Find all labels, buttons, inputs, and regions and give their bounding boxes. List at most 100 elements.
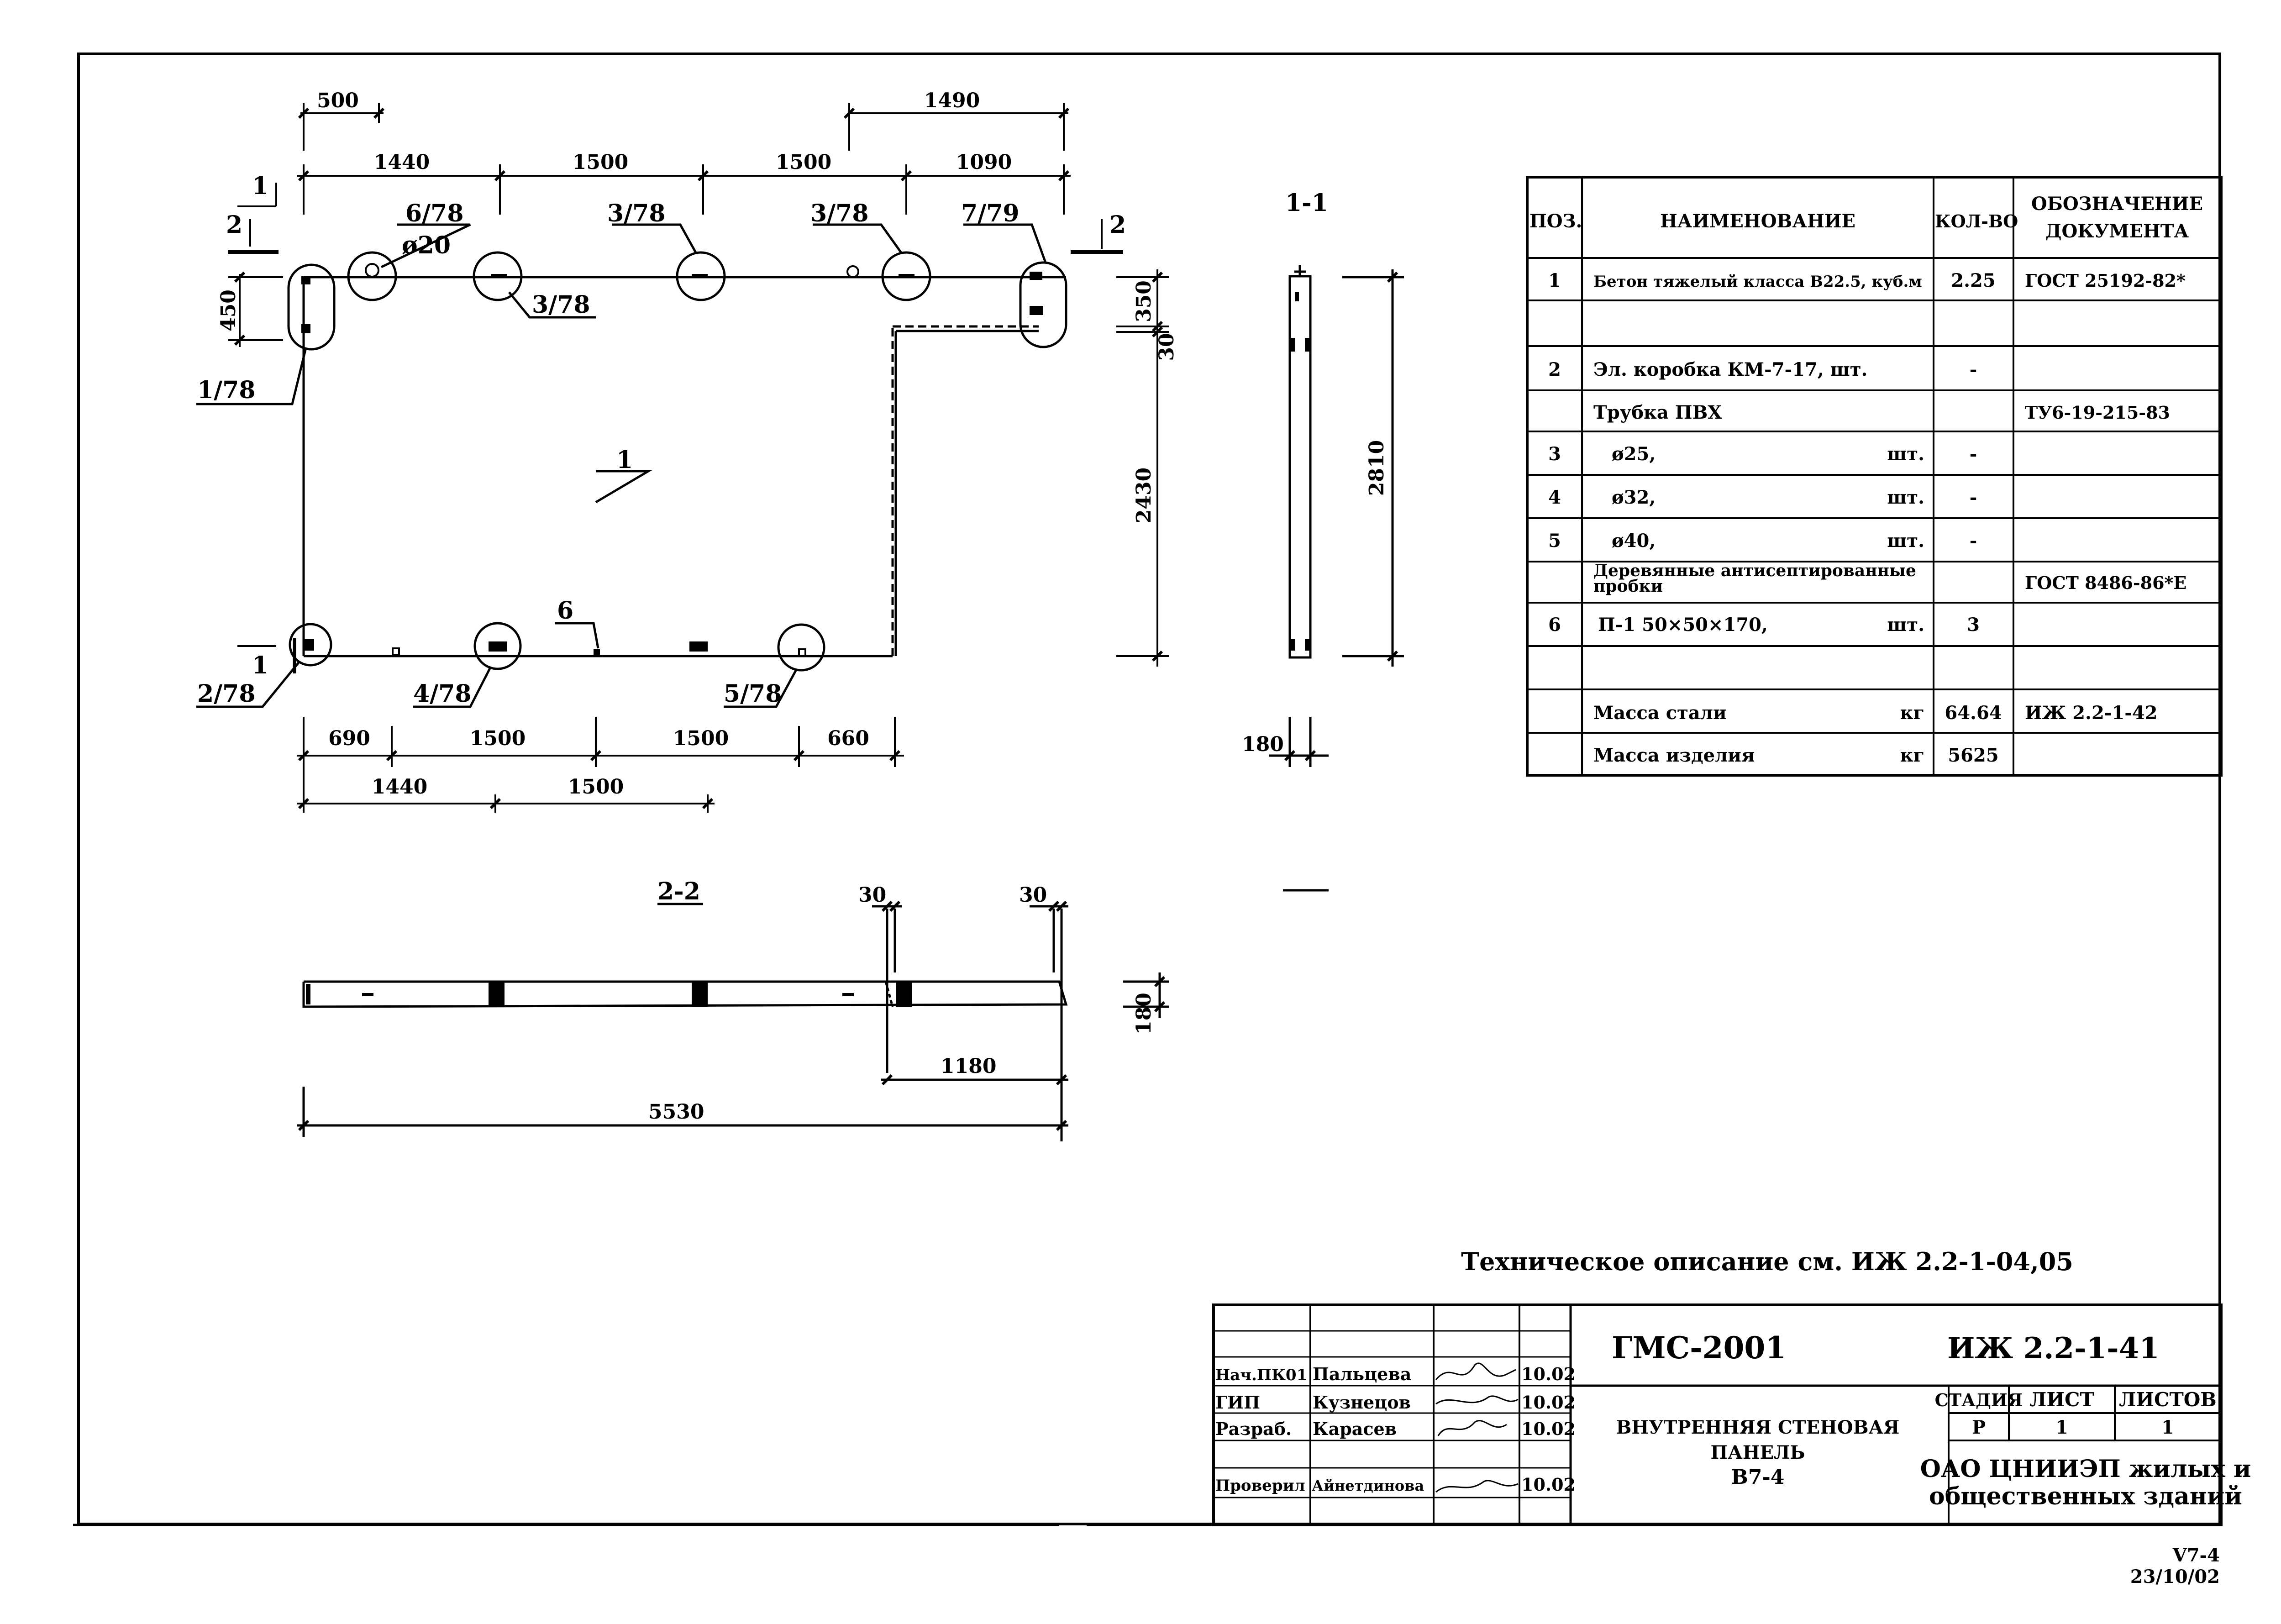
tb-org-2: общественных зданий [1929,1482,2242,1510]
dim-1440-top: 1440 [374,151,430,174]
tb-sheet: 1 [2055,1417,2068,1438]
tb-name-1: Кузнецов [1313,1392,1411,1413]
dim-690: 690 [328,727,370,750]
section-2-2 [297,903,1169,1141]
dim-1500-bot-b: 1500 [673,727,729,750]
spec-row-qty: - [1970,530,1977,552]
dim-2430: 2430 [1132,468,1156,523]
tb-product-2: ПАНЕЛЬ [1710,1442,1805,1463]
callout-5-78: 5/78 [724,680,782,708]
callout-pos1: 1 [616,446,633,474]
panel-plan [196,223,1067,708]
section-2-2-title: 2-2 [657,878,700,905]
tick-marks [234,107,1163,809]
section-1-1-thickness: 180 [1242,733,1284,756]
callout-2-78: 2/78 [197,680,256,708]
tb-role-3: Проверил [1215,1477,1305,1495]
plan-dimension-lines [228,103,1169,813]
spec-header-doc-1: ОБОЗНАЧЕНИЕ [2031,193,2203,215]
tb-name-3: Айнетдинова [1312,1477,1424,1494]
spec-header-name: НАИМЕНОВАНИЕ [1660,210,1855,232]
spec-row-name: ø32, [1612,487,1656,508]
tb-date-3: 10.02 [1521,1474,1576,1495]
spec-row-name: ø25, [1612,443,1656,465]
tb-sheets-label: ЛИСТОВ [2119,1388,2217,1411]
spec-row-pos: 3 [1548,443,1561,465]
tech-note: Техническое описание см. ИЖ 2.2-1-04,05 [1461,1247,2073,1276]
spec-row-unit: шт. [1887,443,1924,465]
spec-row-unit: шт. [1887,614,1924,636]
tb-sheet-label: ЛИСТ [2029,1388,2094,1411]
section-2-2-dim-5530: 5530 [648,1100,704,1124]
spec-header-qty: КОЛ-ВО [1935,211,2018,231]
dim-1490: 1490 [924,89,980,112]
section-mark-1-bottom: 1 [252,652,268,679]
spec-table [1526,176,2223,777]
callout-6-78: 6/78 [405,200,464,227]
section-1-1-details [1290,292,1310,651]
spec-row-unit: шт. [1887,530,1924,552]
spec-row-qty: - [1970,487,1977,508]
section-2-2-dim-1180: 1180 [941,1055,996,1078]
dim-660: 660 [827,727,869,750]
section-1-1 [1269,265,1404,892]
dim-30-side: 30 [1155,333,1178,361]
tb-doc-code: ИЖ 2.2-1-41 [1947,1331,2160,1366]
tb-role-0: Нач.ПК01 [1215,1366,1307,1384]
panel-details [301,272,1043,655]
spec-row-pos: 2 [1548,359,1561,380]
tb-name-2: Карасев [1313,1419,1397,1439]
title-block [1212,1303,2223,1526]
callout-dia20: ø20 [402,231,451,259]
tb-product-3: В7-4 [1731,1466,1785,1489]
tb-date-2: 10.02 [1521,1419,1576,1439]
spec-rows: 1 Бетон тяжелый класса В22.5, куб.м 2.25… [1548,270,2186,766]
tb-date-0: 10.02 [1521,1364,1576,1384]
footer-code: V7-4 [2172,1545,2220,1566]
section-2-2-dim-30a: 30 [858,883,886,907]
spec-row-name: Масса стали [1593,702,1727,724]
callout-3-78-c: 3/78 [810,200,869,227]
spec-row-qty: 2.25 [1951,270,1995,291]
callout-pos6: 6 [557,597,573,625]
spec-row-qty: - [1970,443,1977,465]
dim-1500-bot-a: 1500 [470,727,526,750]
callout-7-79: 7/79 [961,200,1020,227]
spec-row-qty: 64.64 [1945,702,2002,724]
signatures [1435,1362,1519,1493]
dim-500: 500 [317,89,359,112]
spec-row-pos: 1 [1548,270,1561,291]
tb-role-1: ГИП [1215,1392,1260,1413]
spec-row-name: Деревянные антисептированные [1593,561,1916,580]
dim-350: 350 [1132,280,1156,322]
tb-name-0: Пальцева [1313,1364,1411,1384]
spec-header-doc-2: ДОКУМЕНТА [2045,221,2189,242]
tb-stage: Р [1972,1417,1986,1438]
footer-date: 23/10/02 [2130,1566,2220,1587]
callout-3-78-b: 3/78 [607,200,666,227]
spec-row-name: Масса изделия [1593,745,1755,766]
section-mark-2-right: 2 [1109,211,1126,239]
tb-date-1: 10.02 [1521,1392,1576,1413]
spec-header-pos: ПОЗ. [1529,210,1582,232]
spec-row-doc: ТУ6-19-215-83 [2025,402,2170,423]
section-2-2-details [306,982,912,1007]
spec-row-name: Бетон тяжелый класса В22.5, куб.м [1593,273,1922,291]
tb-org-1: ОАО ЦНИИЭП жилых и [1920,1455,2251,1483]
dim-1500-bot-c: 1500 [568,775,624,799]
spec-row-pos: 5 [1548,530,1561,552]
dim-450: 450 [217,289,240,331]
tb-product-1: ВНУТРЕННЯЯ СТЕНОВАЯ [1616,1417,1900,1438]
tb-series: ГМС-2001 [1612,1330,1786,1366]
spec-row-unit: кг [1900,702,1924,724]
spec-row-name: ø40, [1612,530,1656,552]
spec-row-qty: 5625 [1948,745,1998,766]
section-mark-1-top: 1 [252,172,268,200]
callout-3-78-a: 3/78 [532,291,590,319]
spec-row-unit: кг [1900,745,1924,766]
spec-row-pos: 4 [1548,487,1561,508]
dim-1090: 1090 [956,151,1012,174]
spec-row-name: П-1 50×50×170, [1598,614,1768,636]
spec-row-doc: ГОСТ 8486-86*Е [2025,573,2186,593]
